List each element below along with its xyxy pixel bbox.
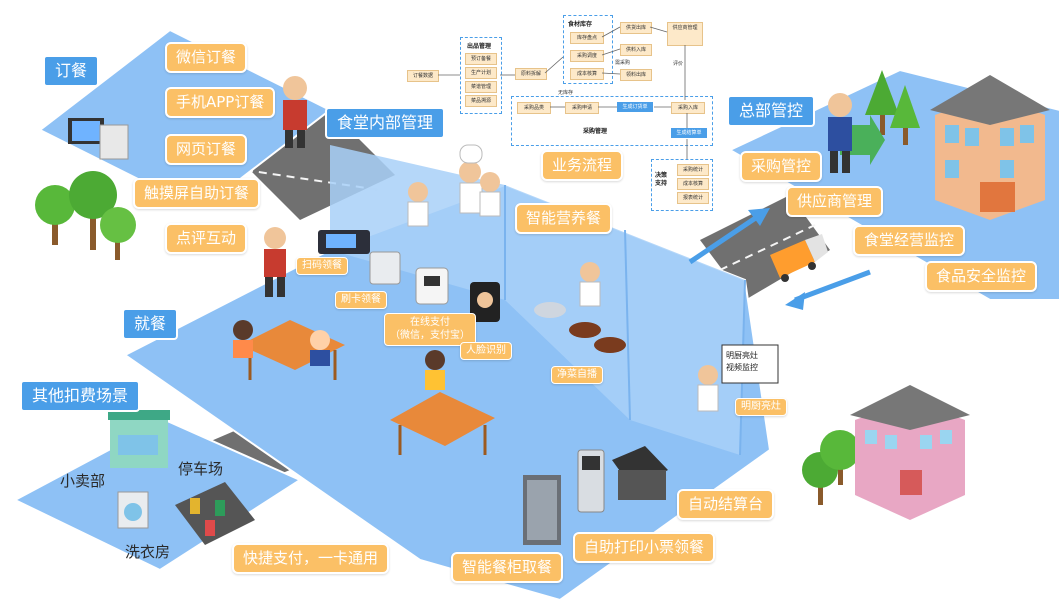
- ordering-review-tag: 点评互动: [165, 223, 248, 254]
- checkout-station: [612, 446, 668, 500]
- flow-out-item: 预订备餐: [465, 53, 497, 65]
- flow-need-purchase: 需采购: [615, 60, 631, 66]
- laptop-devices: [68, 118, 129, 160]
- dining-table-left: [233, 320, 345, 380]
- operation-monitor-tag: 食堂经营监控: [853, 225, 966, 256]
- kitchen-glass: [330, 145, 745, 455]
- flow-decision-title: 决策支持: [655, 172, 668, 187]
- shop-label: 小卖部: [60, 472, 106, 490]
- food-safety-tag: 食品安全监控: [925, 261, 1038, 292]
- tree-group-right: [865, 70, 920, 145]
- online-pay-line2: （微信，支付宝）: [390, 329, 470, 341]
- dining-label: 就餐: [122, 308, 179, 340]
- flow-stock-item: 供料入库: [620, 44, 652, 56]
- flow-stock-item: 领料出库: [620, 69, 652, 81]
- flow-purchase-step: 采购入库: [671, 102, 705, 114]
- parking-lot: [175, 482, 255, 545]
- restaurant-building: [850, 385, 970, 520]
- hq-building: [930, 75, 1050, 220]
- dining-table-center: [390, 350, 495, 455]
- fast-pay-tag: 快捷支付，一卡通用: [232, 543, 390, 574]
- scan-pickup-tag: 扫码领餐: [296, 257, 348, 275]
- ordering-app-tag: 手机APP订餐: [165, 87, 276, 118]
- online-pay-line1: 在线支付: [410, 317, 450, 328]
- flow-purchase-mgmt: 采购管理: [583, 128, 608, 135]
- purchase-control-tag: 采购管控: [740, 151, 823, 182]
- clean-dish-tag: 净菜自播: [551, 366, 603, 384]
- laundry-label: 洗衣房: [125, 543, 171, 561]
- parking-label: 停车场: [178, 460, 224, 478]
- open-kitchen-sign-line2: 视频监控: [726, 363, 758, 372]
- flow-purchase-step: 生成订货单: [617, 102, 653, 112]
- waiter-ordering: [283, 76, 307, 148]
- canteen-internal-label: 食堂内部管理: [325, 107, 446, 139]
- business-flow-chart: 订餐数据 出品管理 预订备餐 生产计划 菜谱管理 菜品溯源 原料拆解 食材库存 …: [405, 12, 730, 212]
- hq-control-label: 总部管控: [727, 95, 816, 127]
- cooking-pots: [534, 302, 626, 353]
- smart-cabinet-tag: 智能餐柜取餐: [451, 552, 564, 583]
- flow-decision-item: 报表统计: [677, 192, 709, 204]
- flow-decision-item: 成本核算: [677, 178, 709, 190]
- other-scenes-label: 其他扣费场景: [20, 380, 141, 412]
- open-kitchen-sign-text: 明厨亮灶 视频监控: [726, 350, 758, 374]
- flow-no-stock: 无库存: [558, 90, 574, 96]
- smart-nutrition-tag: 智能营养餐: [515, 203, 613, 234]
- face-recognition-tag: 人脸识别: [460, 342, 512, 360]
- washing-machine: [117, 491, 149, 529]
- chefs: [407, 144, 719, 412]
- online-pay-device: [415, 267, 449, 305]
- supplier-mgmt-tag: 供应商管理: [786, 186, 884, 217]
- flow-evaluation: 评价: [673, 61, 684, 67]
- self-print-kiosk: [577, 449, 605, 513]
- flow-raw-material: 原料拆解: [515, 68, 547, 80]
- flow-purchase-step: 采购申请: [565, 102, 599, 114]
- flow-stock-item: 供货出库: [620, 22, 652, 34]
- tree-group-bottom-right: [802, 430, 860, 505]
- flow-inventory-item: 库存盘点: [570, 32, 604, 44]
- ordering-touchscreen-tag: 触摸屏自助订餐: [133, 178, 261, 209]
- ordering-web-tag: 网页订餐: [165, 134, 248, 165]
- ordering-wechat-tag: 微信订餐: [165, 42, 248, 73]
- flow-connectors: [438, 26, 688, 159]
- flow-decision-item: 采购统计: [677, 164, 709, 176]
- business-flow-tag: 业务流程: [541, 150, 624, 181]
- card-reader: [369, 251, 401, 285]
- card-pickup-tag: 刷卡领餐: [335, 291, 387, 309]
- hq-manager: [828, 93, 852, 173]
- self-print-tag: 自助打印小票领餐: [573, 532, 716, 563]
- flow-out-mgmt-title: 出品管理: [467, 43, 492, 50]
- ordering-label: 订餐: [43, 55, 100, 87]
- online-pay-tag: 在线支付 （微信，支付宝）: [384, 313, 476, 346]
- flow-purchase-step: 采购品类: [517, 102, 551, 114]
- open-kitchen-sign: [721, 344, 779, 384]
- face-recognition-device: [470, 282, 500, 322]
- open-kitchen-tag: 明厨亮灶: [735, 398, 787, 416]
- flow-inventory-item: 成本核算: [570, 68, 604, 80]
- flow-inventory-title: 食材库存: [568, 21, 593, 28]
- flow-out-item: 生产计划: [465, 67, 497, 79]
- open-kitchen-sign-line1: 明厨亮灶: [726, 351, 758, 360]
- flow-order-data: 订餐数据: [407, 70, 439, 82]
- shop-building: [108, 410, 170, 468]
- delivery-truck: [770, 234, 828, 282]
- food-delivery-arrow: [785, 269, 871, 310]
- auto-checkout-tag: 自动结算台: [677, 489, 775, 520]
- smart-cabinet: [523, 475, 561, 545]
- pos-terminal: [318, 230, 370, 254]
- purchase-demand-arrow: [688, 208, 770, 265]
- flow-out-item: 菜谱管理: [465, 81, 497, 93]
- flow-out-item: 菜品溯源: [465, 95, 497, 107]
- flow-inventory-item: 采购调度: [570, 50, 604, 62]
- tree-group-left: [35, 171, 136, 260]
- road-right: [700, 195, 830, 300]
- waiter-dining: [264, 227, 286, 297]
- flow-generate-receipt: 生成结算单: [671, 128, 707, 138]
